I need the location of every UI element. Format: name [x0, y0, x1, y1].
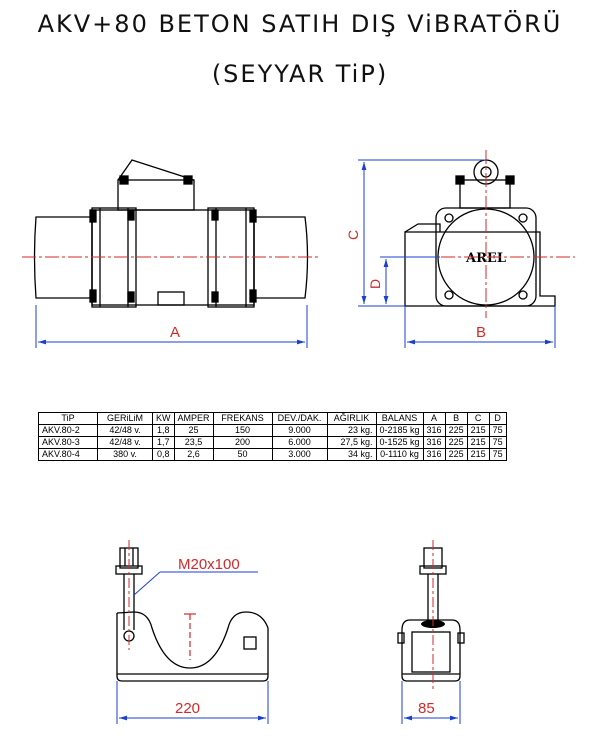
cell-gerilim: 42/48 v.: [97, 436, 153, 449]
bolt-size-label: M20x100: [178, 556, 240, 573]
cell-dev-dak: 9.000: [271, 424, 328, 437]
cell-agirlik: 27,5 kg.: [326, 436, 377, 449]
cell-amper: 25: [173, 424, 214, 437]
header-d: D: [488, 412, 507, 425]
header-agirlik: AĞIRLIK: [326, 412, 377, 425]
vibrator-side-view: [33, 159, 309, 308]
cell-amper: 2,6: [173, 448, 214, 461]
cell-balans: 0-2185 kg: [375, 424, 424, 437]
cell-kw: 0,8: [152, 448, 175, 461]
bolt-leader-line: [133, 571, 161, 596]
header-balans: BALANS: [375, 412, 424, 425]
dimension-d-label: D: [367, 279, 383, 289]
dimension-d: [380, 256, 440, 304]
bracket-front-view: [397, 547, 465, 682]
table-header-row: TiP GERiLiM KW AMPER FREKANS DEV./DAK. A…: [38, 412, 507, 425]
cell-dev-dak: 6.000: [271, 436, 328, 449]
cell-c: 215: [466, 448, 490, 461]
dimension-a: [35, 305, 308, 348]
cell-kw: 1,8: [152, 424, 175, 437]
dimension-b-label: B: [476, 324, 486, 341]
table-row: AKV.80-4 380 v. 0,8 2,6 50 3.000 34 kg. …: [38, 448, 507, 461]
table-row: AKV.80-3 42/48 v. 1,7 23,5 200 6.000 27,…: [38, 436, 507, 449]
cell-b: 225: [444, 424, 468, 437]
dimension-c-label: C: [345, 230, 361, 240]
cell-a: 316: [422, 436, 446, 449]
brand-label: AREL: [465, 251, 506, 266]
spec-table: TiP GERiLiM KW AMPER FREKANS DEV./DAK. A…: [38, 412, 507, 461]
cell-balans: 0-1110 kg: [375, 448, 424, 461]
cell-d: 75: [488, 436, 507, 449]
cell-a: 316: [422, 448, 446, 461]
bracket-center-mark: [184, 613, 196, 660]
header-b: B: [444, 412, 468, 425]
cell-d: 75: [488, 424, 507, 437]
drawing-subtitle: (SEYYAR TiP): [211, 60, 389, 88]
header-c: C: [466, 412, 490, 425]
cell-gerilim: 380 v.: [97, 448, 153, 461]
header-frekans: FREKANS: [212, 412, 273, 425]
dimension-85: [401, 681, 461, 724]
vibrator-front-view: [404, 159, 556, 307]
header-gerilim: GERiLiM: [97, 412, 153, 425]
cell-b: 225: [444, 448, 468, 461]
cell-frekans: 150: [212, 424, 273, 437]
table-row: AKV.80-2 42/48 v. 1,8 25 150 9.000 23 kg…: [38, 424, 507, 437]
cell-tip: AKV.80-2: [38, 424, 98, 437]
header-a: A: [422, 412, 446, 425]
dimension-a-label: A: [170, 324, 180, 341]
cell-frekans: 50: [212, 448, 273, 461]
cell-balans: 0-1525 kg: [375, 436, 424, 449]
header-tip: TiP: [38, 412, 98, 425]
cell-a: 316: [422, 424, 446, 437]
header-kw: KW: [152, 412, 175, 425]
dimension-c: [358, 159, 486, 307]
cell-c: 215: [466, 424, 490, 437]
cell-frekans: 200: [212, 436, 273, 449]
cell-dev-dak: 3.000: [271, 448, 328, 461]
drawing-title: AKV+80 BETON SATIH DIŞ ViBRATÖRÜ: [37, 10, 563, 38]
header-dev-dak: DEV./DAK.: [271, 412, 328, 425]
cell-amper: 23,5: [173, 436, 214, 449]
dimension-85-label: 85: [418, 700, 435, 717]
cell-gerilim: 42/48 v.: [97, 424, 153, 437]
dimension-220: [116, 681, 269, 724]
cell-tip: AKV.80-4: [38, 448, 98, 461]
cell-c: 215: [466, 436, 490, 449]
header-amper: AMPER: [173, 412, 214, 425]
cell-agirlik: 34 kg.: [326, 448, 377, 461]
cell-d: 75: [488, 448, 507, 461]
cell-b: 225: [444, 436, 468, 449]
cell-agirlik: 23 kg.: [326, 424, 377, 437]
cell-kw: 1,7: [152, 436, 175, 449]
cell-tip: AKV.80-3: [38, 436, 98, 449]
dimension-b: [404, 306, 556, 348]
dimension-220-label: 220: [175, 700, 200, 717]
